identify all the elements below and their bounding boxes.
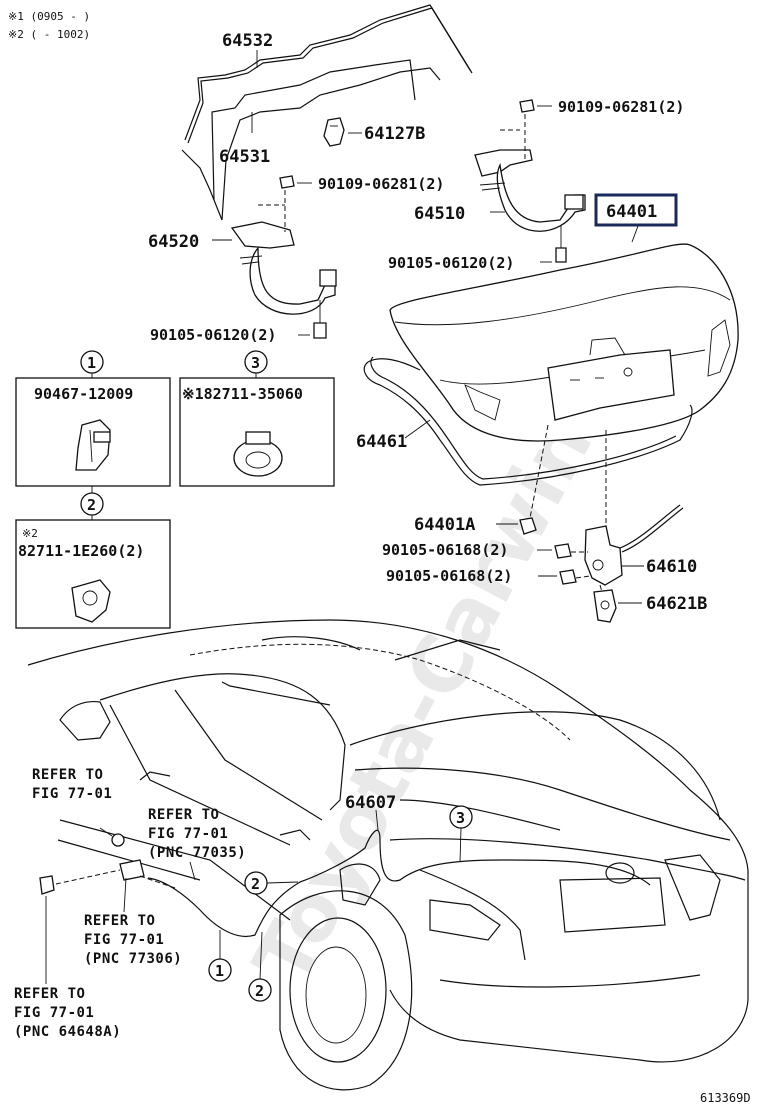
clip-90467-12009[interactable] bbox=[75, 419, 111, 471]
weatherstrip-64461[interactable] bbox=[363, 356, 693, 486]
refer-3-line-2[interactable]: FIG 77-01 bbox=[84, 932, 164, 948]
callout-1-number: 1 bbox=[215, 962, 224, 980]
refer-1-line-2[interactable]: FIG 77-01 bbox=[32, 786, 112, 802]
label-90105-06120-left: 90105-06120(2) bbox=[150, 326, 276, 344]
side-mirror bbox=[59, 700, 111, 741]
label-90105-06168-lower: 90105-06168(2) bbox=[386, 567, 512, 585]
callout-2-upper-number: 2 bbox=[251, 875, 260, 893]
refer-4-line-2[interactable]: FIG 77-01 bbox=[14, 1005, 94, 1021]
callout-3-number: 3 bbox=[456, 809, 465, 827]
highlight-box-64401 bbox=[594, 193, 678, 227]
bumper-64401A[interactable] bbox=[519, 517, 537, 535]
detail-box-1-part[interactable]: 90467-12009 bbox=[34, 385, 133, 403]
label-90105-06120-right: 90105-06120(2) bbox=[388, 254, 514, 272]
striker-64621B[interactable] bbox=[593, 589, 617, 623]
legend-note-1: ※1 (0905 - ) bbox=[8, 10, 90, 23]
clamp-82711-35060[interactable] bbox=[233, 431, 283, 477]
refer-3-line-1: REFER TO bbox=[84, 913, 155, 929]
label-64520: 64520 bbox=[148, 232, 199, 252]
label-90105-06168-upper: 90105-06168(2) bbox=[382, 541, 508, 559]
label-64461: 64461 bbox=[356, 432, 407, 452]
label-64610: 64610 bbox=[646, 557, 697, 577]
clamp-82711-1E260[interactable] bbox=[71, 579, 111, 623]
detail-circle-1-number: 1 bbox=[87, 354, 96, 372]
label-64607: 64607 bbox=[345, 793, 396, 813]
bolt-90109-left[interactable] bbox=[279, 175, 295, 189]
bolt-90109-top[interactable] bbox=[519, 99, 535, 113]
detail-box-3-part[interactable]: ※182711-35060 bbox=[182, 385, 303, 403]
detail-circle-2-number: 2 bbox=[87, 496, 96, 514]
trunk-lid-64401[interactable] bbox=[389, 243, 739, 442]
label-64510: 64510 bbox=[414, 204, 465, 224]
body-clip-left[interactable] bbox=[39, 875, 55, 895]
body-clip-grommet[interactable] bbox=[111, 833, 125, 847]
refer-4-line-3: (PNC 64648A) bbox=[14, 1024, 121, 1040]
bolt-90105-06168-lower[interactable] bbox=[559, 569, 577, 585]
bolt-90105-06120-right[interactable] bbox=[555, 225, 567, 263]
hinge-64510[interactable] bbox=[474, 149, 586, 232]
callout-2-lower-number: 2 bbox=[255, 982, 264, 1000]
legend-note-2: ※2 ( - 1002) bbox=[8, 28, 90, 41]
trunk-lock-64610[interactable] bbox=[584, 504, 684, 586]
torsion-bar-64532[interactable] bbox=[184, 4, 473, 144]
bolt-90105-06120-left[interactable] bbox=[313, 300, 327, 339]
diagram-id: 613369D bbox=[700, 1091, 751, 1105]
label-64621B: 64621B bbox=[646, 594, 707, 614]
torsion-bar-64531[interactable] bbox=[181, 59, 441, 221]
opener-lever[interactable] bbox=[119, 859, 145, 881]
detail-box-2-note: ※2 bbox=[22, 527, 38, 540]
label-64401A: 64401A bbox=[414, 515, 475, 535]
label-64531: 64531 bbox=[219, 147, 270, 167]
refer-1-line-1: REFER TO bbox=[32, 767, 103, 783]
label-64532: 64532 bbox=[222, 31, 273, 51]
refer-3-line-3: (PNC 77306) bbox=[84, 951, 182, 967]
clip-64127B[interactable] bbox=[323, 117, 345, 147]
detail-circle-3-number: 3 bbox=[251, 354, 260, 372]
refer-2-line-3: (PNC 77035) bbox=[148, 845, 246, 861]
refer-2-line-2[interactable]: FIG 77-01 bbox=[148, 826, 228, 842]
release-cable-64607[interactable] bbox=[147, 829, 651, 937]
refer-4-line-1: REFER TO bbox=[14, 986, 85, 1002]
bolt-90105-06168-upper[interactable] bbox=[554, 543, 572, 559]
car-body bbox=[27, 619, 749, 1091]
label-64127B: 64127B bbox=[364, 124, 425, 144]
label-90109-left: 90109-06281(2) bbox=[318, 175, 444, 193]
hinge-64520[interactable] bbox=[230, 221, 337, 315]
label-64401[interactable]: 64401 bbox=[606, 202, 657, 222]
detail-box-2-part[interactable]: 82711-1E260(2) bbox=[18, 542, 144, 560]
refer-2-line-1: REFER TO bbox=[148, 807, 219, 823]
label-90109-top: 90109-06281(2) bbox=[558, 98, 684, 116]
